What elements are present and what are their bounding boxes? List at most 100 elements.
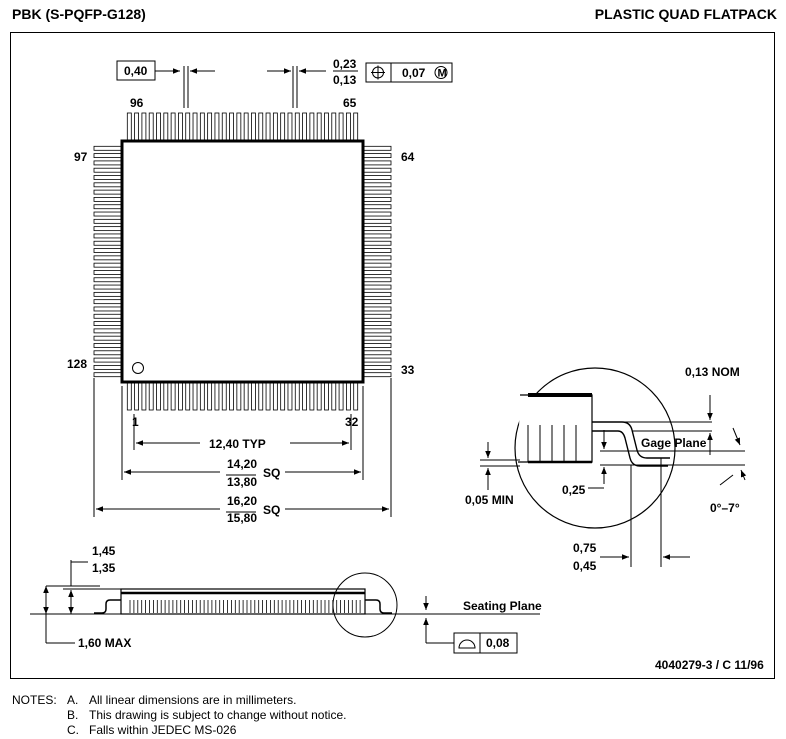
lead xyxy=(170,112,176,142)
lead xyxy=(93,350,123,356)
lead xyxy=(93,306,123,312)
gage-plane-label: Gage Plane xyxy=(641,436,707,450)
lead xyxy=(251,381,256,411)
lead xyxy=(236,112,242,142)
note-letter: B. xyxy=(67,708,79,722)
lead-width-min: 0,13 xyxy=(333,73,357,87)
mmc-symbol: M xyxy=(438,68,447,80)
lead xyxy=(287,381,293,411)
lead xyxy=(316,381,322,411)
lead xyxy=(362,335,392,341)
notes-heading: NOTES: xyxy=(12,693,57,707)
position-tolerance-value: 0,07 xyxy=(402,66,426,80)
lead xyxy=(324,381,329,411)
lead xyxy=(362,313,392,319)
lead xyxy=(93,248,123,253)
lead xyxy=(134,381,140,411)
lead xyxy=(362,182,392,188)
typ-dimension: 12,40 TYP xyxy=(209,437,266,451)
lead xyxy=(362,255,392,261)
lead xyxy=(309,112,315,142)
lead xyxy=(93,182,123,188)
lead xyxy=(192,112,198,142)
drawing-frame xyxy=(10,32,775,679)
lead xyxy=(93,255,123,261)
body-thickness-max: 1,45 xyxy=(92,544,116,558)
lead-width-max: 0,23 xyxy=(333,57,357,71)
lead xyxy=(362,372,392,378)
note-text: Falls within JEDEC MS-026 xyxy=(89,723,237,737)
lead xyxy=(207,112,213,142)
lead-span-min: 15,80 xyxy=(227,511,257,525)
lead xyxy=(302,112,307,142)
lead xyxy=(353,381,359,411)
lead xyxy=(272,112,278,142)
lead xyxy=(126,381,132,411)
lead xyxy=(302,381,307,411)
pin-label-97: 97 xyxy=(74,150,88,164)
foot-length-max: 0,75 xyxy=(573,541,597,555)
pin-label-64: 64 xyxy=(401,150,415,164)
note-letter: C. xyxy=(67,723,79,737)
lead xyxy=(221,112,227,142)
seating-plane-label: Seating Plane xyxy=(463,599,542,613)
lead xyxy=(362,306,392,312)
lead xyxy=(309,381,315,411)
lead xyxy=(229,381,234,411)
foot-length-min: 0,45 xyxy=(573,559,597,573)
lead xyxy=(93,335,123,341)
lead xyxy=(362,145,392,151)
lead xyxy=(362,233,392,239)
lead xyxy=(362,197,392,202)
lead xyxy=(243,112,249,142)
lead xyxy=(294,381,300,411)
lead xyxy=(178,381,183,411)
pitch-callout xyxy=(116,60,215,108)
lead xyxy=(362,270,392,275)
standoff-min: 0,05 MIN xyxy=(465,493,514,507)
span-sq-label: SQ xyxy=(263,503,280,517)
lead xyxy=(185,381,191,411)
pin-label-33: 33 xyxy=(401,363,415,377)
lead xyxy=(331,381,337,411)
lead xyxy=(163,112,169,142)
lead xyxy=(163,381,169,411)
lead xyxy=(362,218,392,224)
lead xyxy=(362,291,392,297)
pin1-indicator xyxy=(132,362,144,374)
pin-label-96: 96 xyxy=(130,96,144,110)
lead xyxy=(134,112,140,142)
drawing-number: 4040279-3 / C 11/96 xyxy=(655,658,764,672)
lead xyxy=(207,381,213,411)
lead xyxy=(362,211,392,217)
notes-line-a: NOTES: A. All linear dimensions are in m… xyxy=(12,693,296,707)
lead xyxy=(148,381,154,411)
lead xyxy=(324,112,329,142)
lead xyxy=(93,167,123,173)
lead xyxy=(353,112,359,142)
lead xyxy=(93,189,123,195)
lead xyxy=(93,372,123,378)
lead xyxy=(199,112,205,142)
lead xyxy=(338,112,344,142)
lead xyxy=(362,357,392,363)
lead xyxy=(93,357,123,363)
lead xyxy=(93,226,123,232)
lead xyxy=(362,321,392,326)
lead xyxy=(362,328,392,334)
lead xyxy=(362,153,392,159)
lead xyxy=(93,197,123,202)
lead xyxy=(345,112,351,142)
pin-label-1: 1 xyxy=(132,415,139,429)
body-width-max: 14,20 xyxy=(227,457,257,471)
lead xyxy=(362,262,392,268)
lead xyxy=(214,381,220,411)
lead xyxy=(362,226,392,232)
lead xyxy=(93,328,123,334)
note-letter: A. xyxy=(67,693,79,707)
package-code-title: PBK (S-PQFP-G128) xyxy=(12,6,146,22)
lead xyxy=(265,381,271,411)
lead xyxy=(93,291,123,297)
lead xyxy=(93,364,123,370)
lead xyxy=(93,233,123,239)
